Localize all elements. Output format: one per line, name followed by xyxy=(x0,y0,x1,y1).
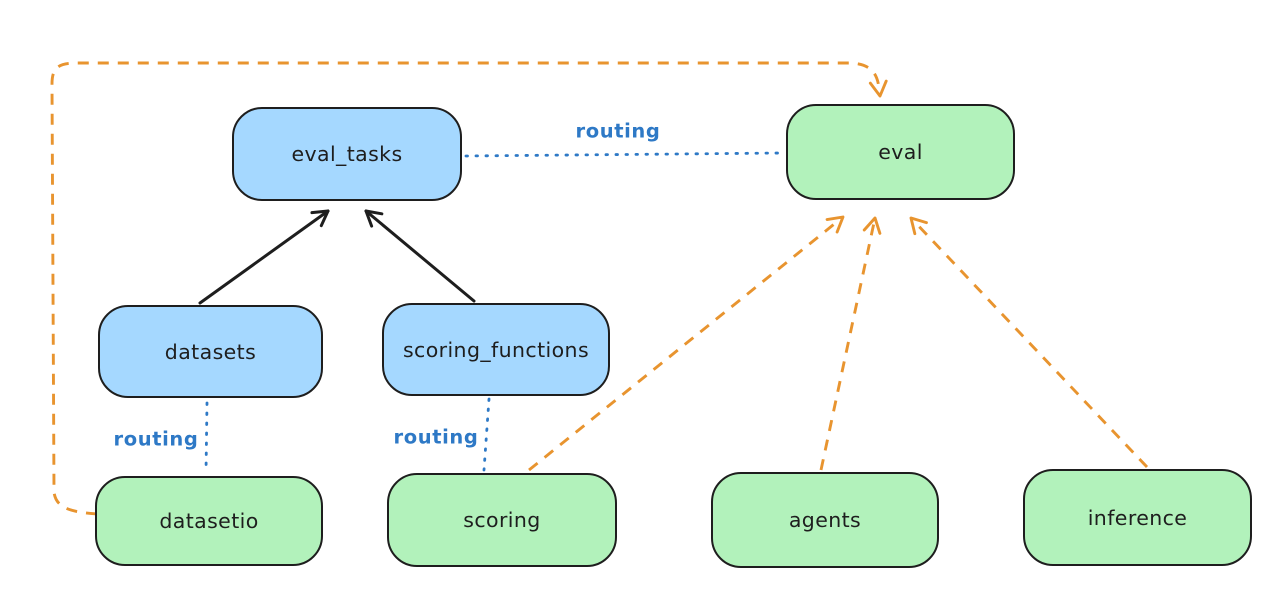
edge-eval-tasks-eval-routing xyxy=(464,151,785,158)
edge-label-routing-scoring-functions-scoring: routing xyxy=(393,425,479,449)
arrow-agents-to-eval xyxy=(819,216,882,471)
node-agents-label: agents xyxy=(788,508,862,532)
node-scoring: scoring xyxy=(387,473,617,567)
edge-datasets-datasetio-routing xyxy=(204,401,209,474)
node-scoring-functions: scoring_functions xyxy=(382,303,610,396)
node-inference-label: inference xyxy=(1087,505,1188,530)
edge-label-routing-datasets-datasetio: routing xyxy=(113,427,199,451)
arrow-datasetio-to-eval xyxy=(50,61,888,516)
node-datasets: datasets xyxy=(98,305,323,398)
arrow-scoring-functions-to-eval-tasks xyxy=(364,209,476,303)
node-eval-tasks: eval_tasks xyxy=(232,107,462,201)
edge-label-routing-eval-tasks-eval: routing xyxy=(575,119,661,143)
node-inference: inference xyxy=(1023,469,1252,566)
arrow-inference-to-eval xyxy=(909,216,1149,468)
node-eval-tasks-label: eval_tasks xyxy=(291,142,403,166)
node-agents: agents xyxy=(711,472,939,568)
node-datasetio-label: datasetio xyxy=(159,509,259,533)
node-scoring-label: scoring xyxy=(463,508,541,532)
edge-scoring-functions-scoring-routing xyxy=(482,397,491,472)
node-datasetio: datasetio xyxy=(95,476,323,566)
node-eval-label: eval xyxy=(878,140,923,164)
node-eval: eval xyxy=(786,104,1015,200)
node-scoring-functions-label: scoring_functions xyxy=(402,337,590,362)
arrow-scoring-to-eval xyxy=(528,215,845,472)
arrow-datasets-to-eval-tasks xyxy=(198,209,330,305)
node-datasets-label: datasets xyxy=(164,339,257,364)
